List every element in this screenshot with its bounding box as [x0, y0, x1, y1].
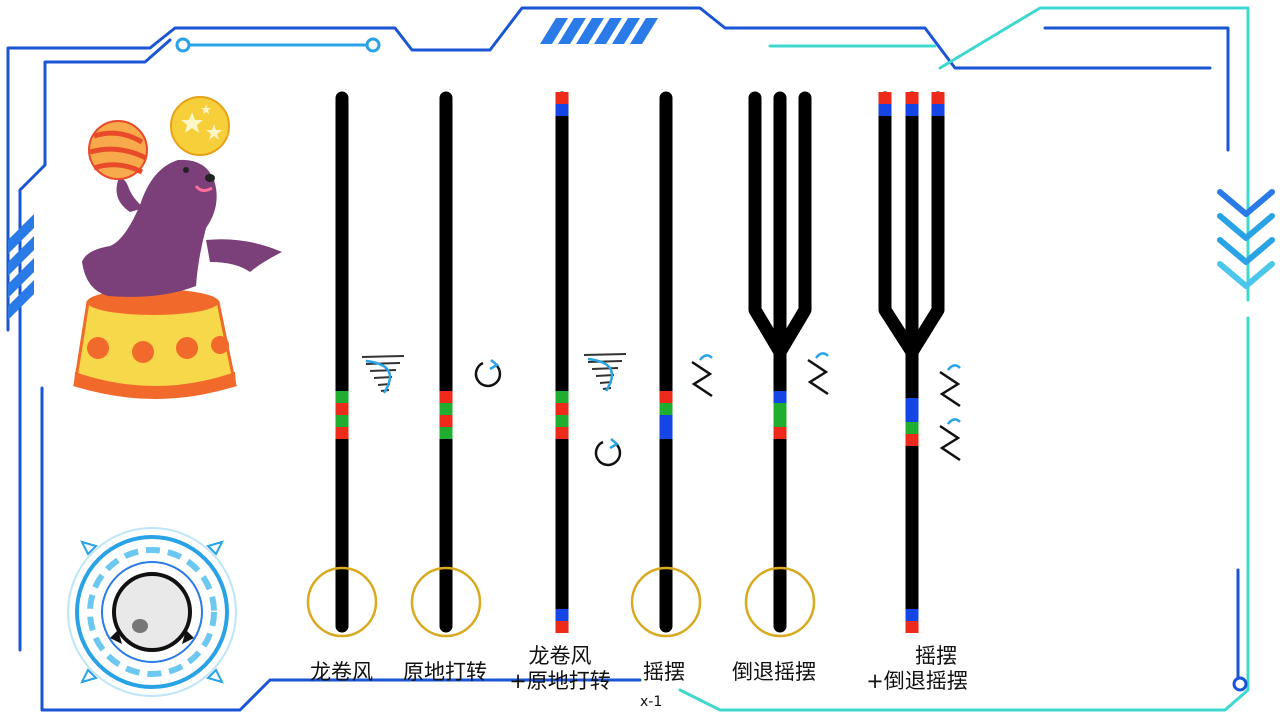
- marker-sway-reverse-top: [931, 92, 945, 104]
- marker-sway: [659, 415, 673, 427]
- frame-inner-left-line: [18, 38, 172, 652]
- marker-sway: [659, 427, 673, 439]
- label-spin-in-place: 原地打转: [403, 660, 487, 684]
- marker-reverse-sway: [773, 415, 787, 427]
- marker-sway-reverse: [905, 398, 919, 410]
- frame-left-stripes: [8, 214, 34, 320]
- circus-seal: [73, 96, 282, 399]
- start-ring-spin: [410, 566, 482, 638]
- label-sway-plus-reverse-line1: 摇摆: [915, 644, 957, 668]
- marker-sway-reverse-bottom: [905, 609, 919, 621]
- zigzag-sway-icon: [939, 370, 961, 408]
- start-ring-tornado: [306, 566, 378, 638]
- marker-sway-reverse-top: [878, 92, 892, 104]
- frame-bottom-right-line: [678, 316, 1250, 712]
- label-tornado: 龙卷风: [310, 660, 373, 684]
- tornado-icon: [365, 359, 392, 394]
- zigzag-sway-icon: [807, 358, 829, 396]
- tornado-icon: [587, 357, 614, 392]
- marker-tornado-spin-bottom: [555, 621, 569, 633]
- marker-tornado-spin: [555, 415, 569, 427]
- marker-tornado-spin: [555, 427, 569, 439]
- marker-tornado: [335, 415, 349, 427]
- zigzag-sway-icon: [947, 418, 961, 425]
- frame-top-right-line: [1043, 26, 1230, 152]
- tornado-icon: [583, 353, 627, 356]
- marker-spin: [439, 403, 453, 415]
- marker-tornado-spin: [555, 391, 569, 403]
- tornado-icon: [591, 367, 619, 370]
- frame-node-bottom: [1232, 676, 1248, 692]
- marker-sway-reverse-top: [878, 104, 892, 116]
- label-tornado-plus-spin: 龙卷风 +原地打转: [505, 644, 615, 694]
- chevron-down-icon: [1217, 189, 1275, 289]
- marker-sway-reverse: [905, 434, 919, 446]
- marker-sway-reverse: [905, 410, 919, 422]
- marker-sway-reverse-top: [905, 92, 919, 104]
- spin-icon: [609, 438, 620, 450]
- tornado-icon: [587, 360, 623, 363]
- zigzag-sway-icon: [691, 360, 713, 398]
- start-ring-sway: [630, 566, 702, 638]
- robot-sensor-icon: [67, 527, 237, 697]
- marker-tornado-spin-bottom: [555, 609, 569, 621]
- marker-tornado: [335, 403, 349, 415]
- label-sway-plus-reverse: 摇摆 +倒退摇摆: [858, 644, 976, 694]
- marker-tornado-spin-top: [555, 104, 569, 116]
- marker-sway-reverse-bottom: [905, 621, 919, 633]
- tornado-icon: [369, 369, 397, 372]
- spin-icon: [594, 440, 622, 467]
- label-tornado-plus-spin-line2: +原地打转: [509, 669, 611, 693]
- zigzag-sway-icon: [947, 364, 961, 371]
- start-ring-reverse-sway: [744, 566, 816, 638]
- marker-reverse-sway: [773, 427, 787, 439]
- zigzag-sway-icon: [699, 354, 713, 361]
- marker-spin: [439, 427, 453, 439]
- marker-spin: [439, 415, 453, 427]
- marker-reverse-sway: [773, 391, 787, 403]
- marker-spin: [439, 391, 453, 403]
- frame-right-cyan-line: [938, 6, 1250, 302]
- spin-icon: [489, 359, 500, 371]
- page-number: x-1: [640, 694, 663, 710]
- tornado-icon: [365, 362, 401, 365]
- label-sway-plus-reverse-line2: +倒退摇摆: [866, 669, 968, 693]
- marker-tornado: [335, 391, 349, 403]
- frame-left-bottom-line: [40, 386, 642, 712]
- label-tornado-plus-spin-line1: 龙卷风: [528, 644, 592, 668]
- label-sway: 摇摆: [643, 660, 685, 684]
- marker-sway-reverse-top: [931, 104, 945, 116]
- frame-top-left-line: [6, 6, 1212, 332]
- marker-reverse-sway: [773, 403, 787, 415]
- spin-icon: [474, 361, 502, 388]
- marker-sway-reverse: [905, 422, 919, 434]
- marker-sway-reverse-top: [905, 104, 919, 116]
- label-reverse-sway: 倒退摇摆: [732, 660, 816, 684]
- marker-tornado: [335, 427, 349, 439]
- marker-sway: [659, 403, 673, 415]
- frame-top-stripes: [540, 18, 658, 44]
- marker-sway: [659, 391, 673, 403]
- tornado-icon: [361, 355, 405, 358]
- marker-tornado-spin: [555, 403, 569, 415]
- zigzag-sway-icon: [815, 352, 829, 359]
- marker-tornado-spin-top: [555, 92, 569, 104]
- zigzag-sway-icon: [939, 424, 961, 462]
